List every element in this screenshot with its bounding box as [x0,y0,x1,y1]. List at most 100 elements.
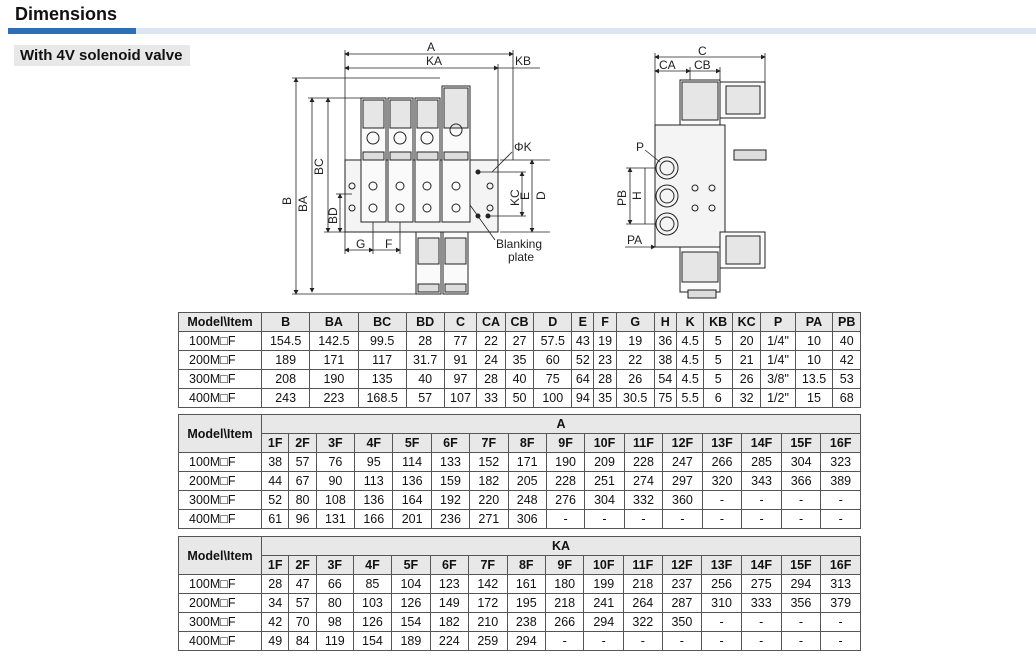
table-cell: 22 [615,350,655,370]
model-cell: 100M□F [178,574,262,594]
column-header: 1F [260,555,290,575]
table-cell: 22 [476,331,506,351]
column-header: G [615,312,655,332]
table-cell: 60 [533,350,573,370]
table-cell: 49 [260,631,290,651]
model-item-header: Model\Item [178,312,262,332]
table-cell: 313 [820,574,861,594]
table-cell: 142.5 [309,331,359,351]
table-cell: 154 [391,612,431,632]
table-cell: 154.5 [260,331,311,351]
table-cell: 285 [741,452,782,472]
table-cell: 136 [354,490,394,510]
table-cell: 1/4" [760,331,796,351]
table-cell: 100 [533,388,573,408]
table-cell: 264 [623,593,663,613]
column-header: 16F [820,555,861,575]
label-PA: PA [627,233,642,247]
table-cell: 5 [703,369,733,389]
table-cell: 40 [405,369,445,389]
table-cell: 366 [780,471,822,491]
table-cell: 52 [260,490,290,510]
table-cell: 47 [288,574,317,594]
table-cell: 97 [443,369,478,389]
table-cell: 271 [469,509,509,529]
page-title: Dimensions [15,4,118,24]
technical-drawing: A KA KB B BA BC BD G F ΦK KC E D Blankin… [280,40,767,299]
table-cell: 57.5 [533,331,573,351]
table-cell: 13.5 [794,369,834,389]
table-cell: 237 [661,574,703,594]
table-cell: - [741,490,782,510]
table-cell: 322 [623,612,663,632]
table-cell: - [701,631,742,651]
label-BD: BD [326,207,340,224]
table-cell: 294 [583,612,625,632]
column-header: KC [731,312,762,332]
table-cell: 84 [288,631,317,651]
label-KB: KB [515,54,531,68]
table-cell: 36 [653,331,677,351]
table-cell: - [820,612,861,632]
table-cell: 103 [352,593,393,613]
table-cell: - [584,509,625,529]
table-cell: 68 [832,388,861,408]
label-KA: KA [426,54,442,68]
table-cell: - [583,631,625,651]
column-header: C [443,312,478,332]
column-header: KB [703,312,733,332]
table-cell: 161 [506,574,546,594]
table-cell: 276 [545,490,586,510]
table-cell: 28 [405,331,445,351]
column-header: 6F [430,433,471,453]
table-cell: 220 [469,490,509,510]
table-cell: 26 [731,369,762,389]
column-header: 8F [507,433,547,453]
table-cell: - [623,509,664,529]
table-cell: 333 [740,593,782,613]
table-cell: 33 [476,388,506,408]
table-cell: 117 [357,350,407,370]
label-BC: BC [312,158,326,175]
table-cell: 35 [504,350,535,370]
table-cell: 304 [780,452,822,472]
table-cell: 275 [740,574,782,594]
group-header-A: A [261,414,861,434]
table-cell: 171 [309,350,359,370]
table-cell: 256 [701,574,742,594]
table-cell: - [740,631,782,651]
table-cell: 57 [288,452,317,472]
table-cell: 287 [661,593,703,613]
model-cell: 400M□F [178,509,262,529]
column-header: 15F [780,433,822,453]
table-cell: 6 [703,388,733,408]
table-cell: 343 [741,471,782,491]
table-cell: - [740,612,782,632]
table-cell: 1/2" [760,388,796,408]
table-cell: - [544,631,585,651]
table-cell: 236 [430,509,471,529]
table-cell: 54 [653,369,677,389]
table-cell: - [661,631,703,651]
table-cell: 4.5 [675,369,705,389]
table-cell: 42 [832,350,861,370]
table-cell: 38 [260,452,290,472]
table-cell: 320 [701,471,743,491]
table-cell: 189 [391,631,431,651]
model-item-header: Model\Item [178,414,262,453]
table-cell: 218 [544,593,585,613]
table-cell: 201 [392,509,432,529]
section-subtitle: With 4V solenoid valve [14,45,191,66]
table-cell: 10 [794,350,834,370]
label-BA: BA [296,196,310,212]
table-cell: - [780,612,822,632]
table-cell: 266 [544,612,585,632]
table-cell: 85 [352,574,393,594]
table-cell: 154 [352,631,393,651]
